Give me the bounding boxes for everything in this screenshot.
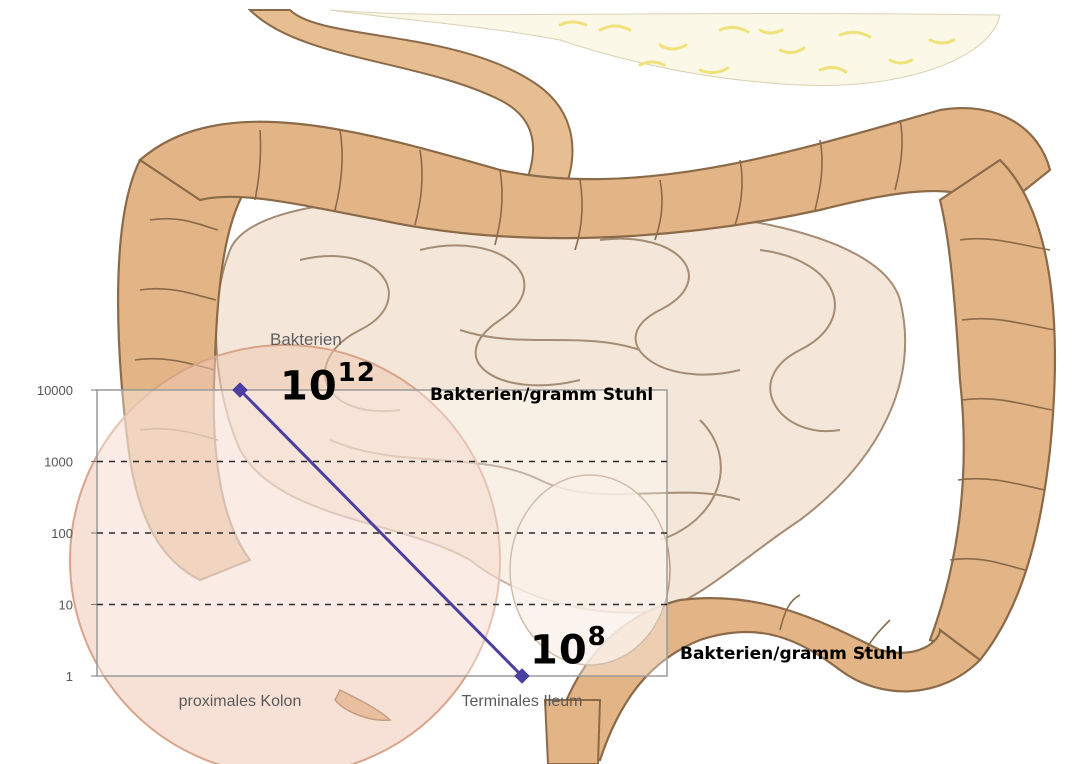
y-axis-label: Bakterien	[270, 330, 342, 349]
y-tick-label: 1000	[44, 455, 73, 470]
upper-count-power: 12	[338, 358, 376, 388]
upper-count-label: 1012	[280, 362, 376, 409]
lower-count-power: 8	[588, 622, 607, 652]
y-tick-label: 100	[51, 526, 73, 541]
y-tick-label: 10000	[37, 383, 73, 398]
y-tick-label: 10	[59, 598, 73, 613]
lower-unit-label: Bakterien/gramm Stuhl	[680, 644, 903, 664]
y-axis-ticks: 10000 1000 100 10 1	[37, 383, 97, 684]
y-tick-label: 1	[66, 669, 73, 684]
x-category-label: proximales Kolon	[179, 693, 302, 710]
x-axis-ticks: proximales Kolon Terminales Ileum	[179, 693, 583, 710]
lower-count-base: 10	[530, 627, 588, 673]
x-category-label: Terminales Ileum	[462, 693, 583, 710]
upper-unit-label: Bakterien/gramm Stuhl	[430, 385, 653, 405]
lower-count-label: 108	[530, 626, 607, 673]
upper-count-base: 10	[280, 363, 338, 409]
